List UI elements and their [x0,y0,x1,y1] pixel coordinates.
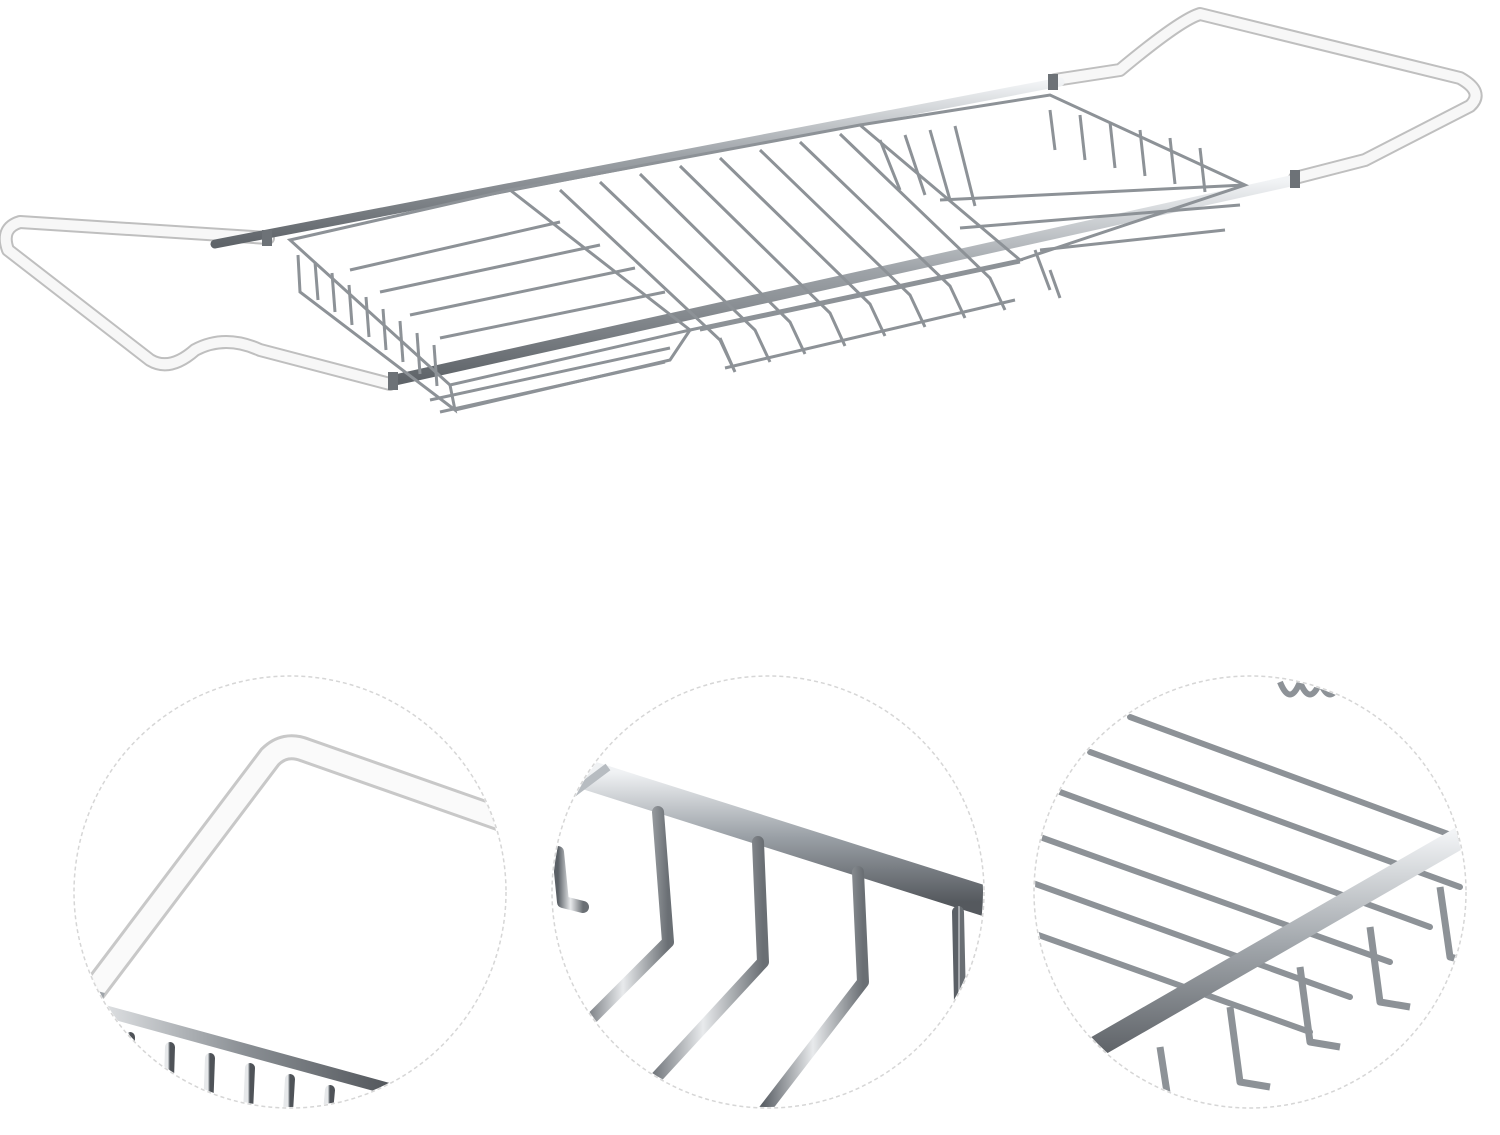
detail-circle-handle-corner [70,672,510,1112]
detail-circle-rail-wire-loops [548,672,988,1112]
detail-circle-wire-grid [1030,672,1470,1112]
bathtub-caddy-illustration [0,0,1500,560]
